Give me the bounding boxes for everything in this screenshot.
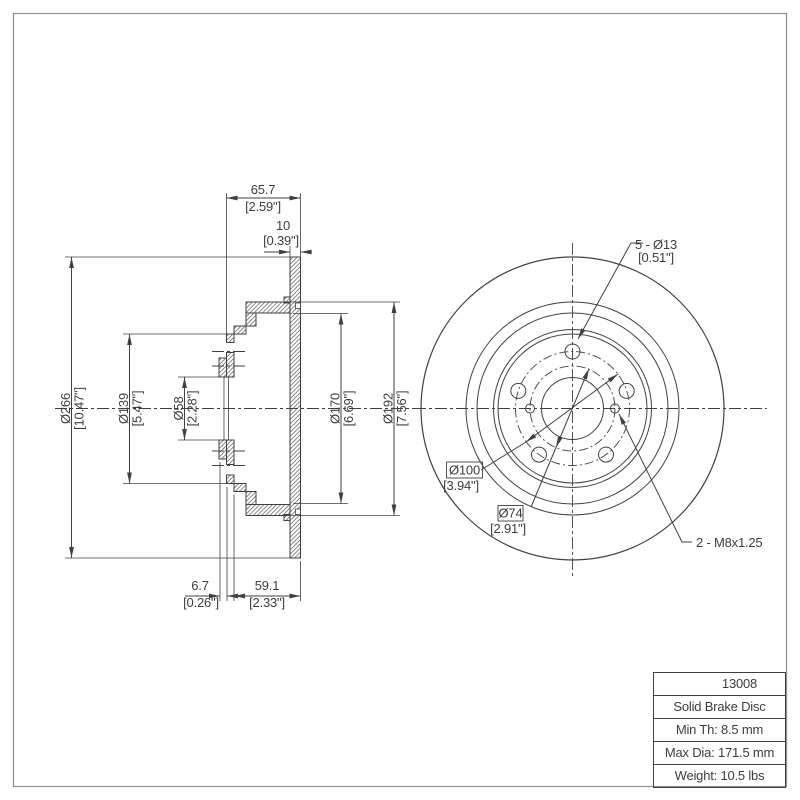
- extension-lines: [65, 193, 400, 601]
- dim-lip-offset-mm: 6.7: [191, 578, 208, 593]
- dim-plate-thickness-in: [0.39"]: [263, 233, 299, 248]
- dim-lip-offset-in: [0.26"]: [183, 595, 219, 610]
- dim-bore-dia-mm: Ø58: [171, 397, 186, 421]
- spec-table: 13008 Solid Brake Disc Min Th: 8.5 mm Ma…: [653, 672, 786, 788]
- callout-lines: [480, 242, 692, 543]
- dim-lip-dia-mm: Ø192: [381, 393, 396, 424]
- section-centerlines: [55, 351, 416, 466]
- label-lug-holes-line2: [0.51"]: [638, 250, 674, 265]
- dim-outer-dia-mm: Ø266: [58, 393, 73, 424]
- label-service-circle-dia: Ø74: [499, 506, 523, 521]
- front-centerlines: [414, 243, 767, 576]
- spec-weight: Weight: 10.5 lbs: [654, 764, 785, 787]
- spec-part-number: 13008: [721, 676, 758, 691]
- flange-circle: [497, 333, 648, 484]
- spec-min-thickness: Min Th: 8.5 mm: [654, 718, 785, 741]
- label-bolt-circle-in: [3.94"]: [443, 478, 479, 493]
- spec-disc-type: Solid Brake Disc: [654, 695, 785, 718]
- label-thread-holes: 2 - M8x1.25: [696, 535, 762, 550]
- dim-hat-dia-mm: Ø139: [116, 393, 131, 424]
- dimension-lines: [69, 195, 397, 599]
- plate-notch-bottom: [295, 508, 301, 515]
- dim-bore-dia-in: [2.28"]: [185, 391, 200, 427]
- dim-outer-dia-in: [10.47"]: [72, 387, 87, 430]
- dim-inner-drum-dia-in: [6.69"]: [341, 391, 356, 427]
- label-service-circle-in: [2.91"]: [490, 521, 526, 536]
- dim-hat-dia-in: [5.47"]: [130, 391, 145, 427]
- front-view-labels: 5 - Ø13 [0.51"] Ø100 [3.94"] Ø74 [2.91"]…: [443, 237, 763, 550]
- bolt-circle-callout-box: [446, 461, 483, 479]
- dim-plate-thickness-mm: 10: [276, 218, 290, 233]
- dim-lip-dia-in: [7.56"]: [394, 391, 409, 427]
- lip-outer-circle: [465, 301, 680, 516]
- front-view: [414, 242, 767, 576]
- dim-hat-depth-mm: 59.1: [255, 578, 280, 593]
- plate-notch-top: [295, 302, 301, 309]
- spec-max-diameter: Max Dia: 171.5 mm: [654, 741, 785, 764]
- label-lug-holes-line1: 5 - Ø13: [635, 237, 677, 252]
- disc-outer-edge: [420, 256, 725, 561]
- page-frame: [12, 12, 788, 788]
- drum-inner-circle: [476, 312, 669, 505]
- dim-overall-width-in: [2.59"]: [245, 199, 281, 214]
- service-circle-callout-box: [497, 505, 524, 522]
- lug-holes: [510, 343, 635, 463]
- dim-overall-width-mm: 65.7: [251, 182, 276, 197]
- label-bolt-circle-dia: Ø100: [449, 463, 480, 478]
- dim-hat-depth-in: [2.33"]: [249, 595, 285, 610]
- dim-inner-drum-dia-mm: Ø170: [328, 393, 343, 424]
- section-view: [55, 193, 416, 601]
- hat-outer-circle: [493, 329, 652, 488]
- section-dim-labels: 65.7 [2.59"] 10 [0.39"] Ø266 [10.47"] Ø1…: [58, 182, 409, 610]
